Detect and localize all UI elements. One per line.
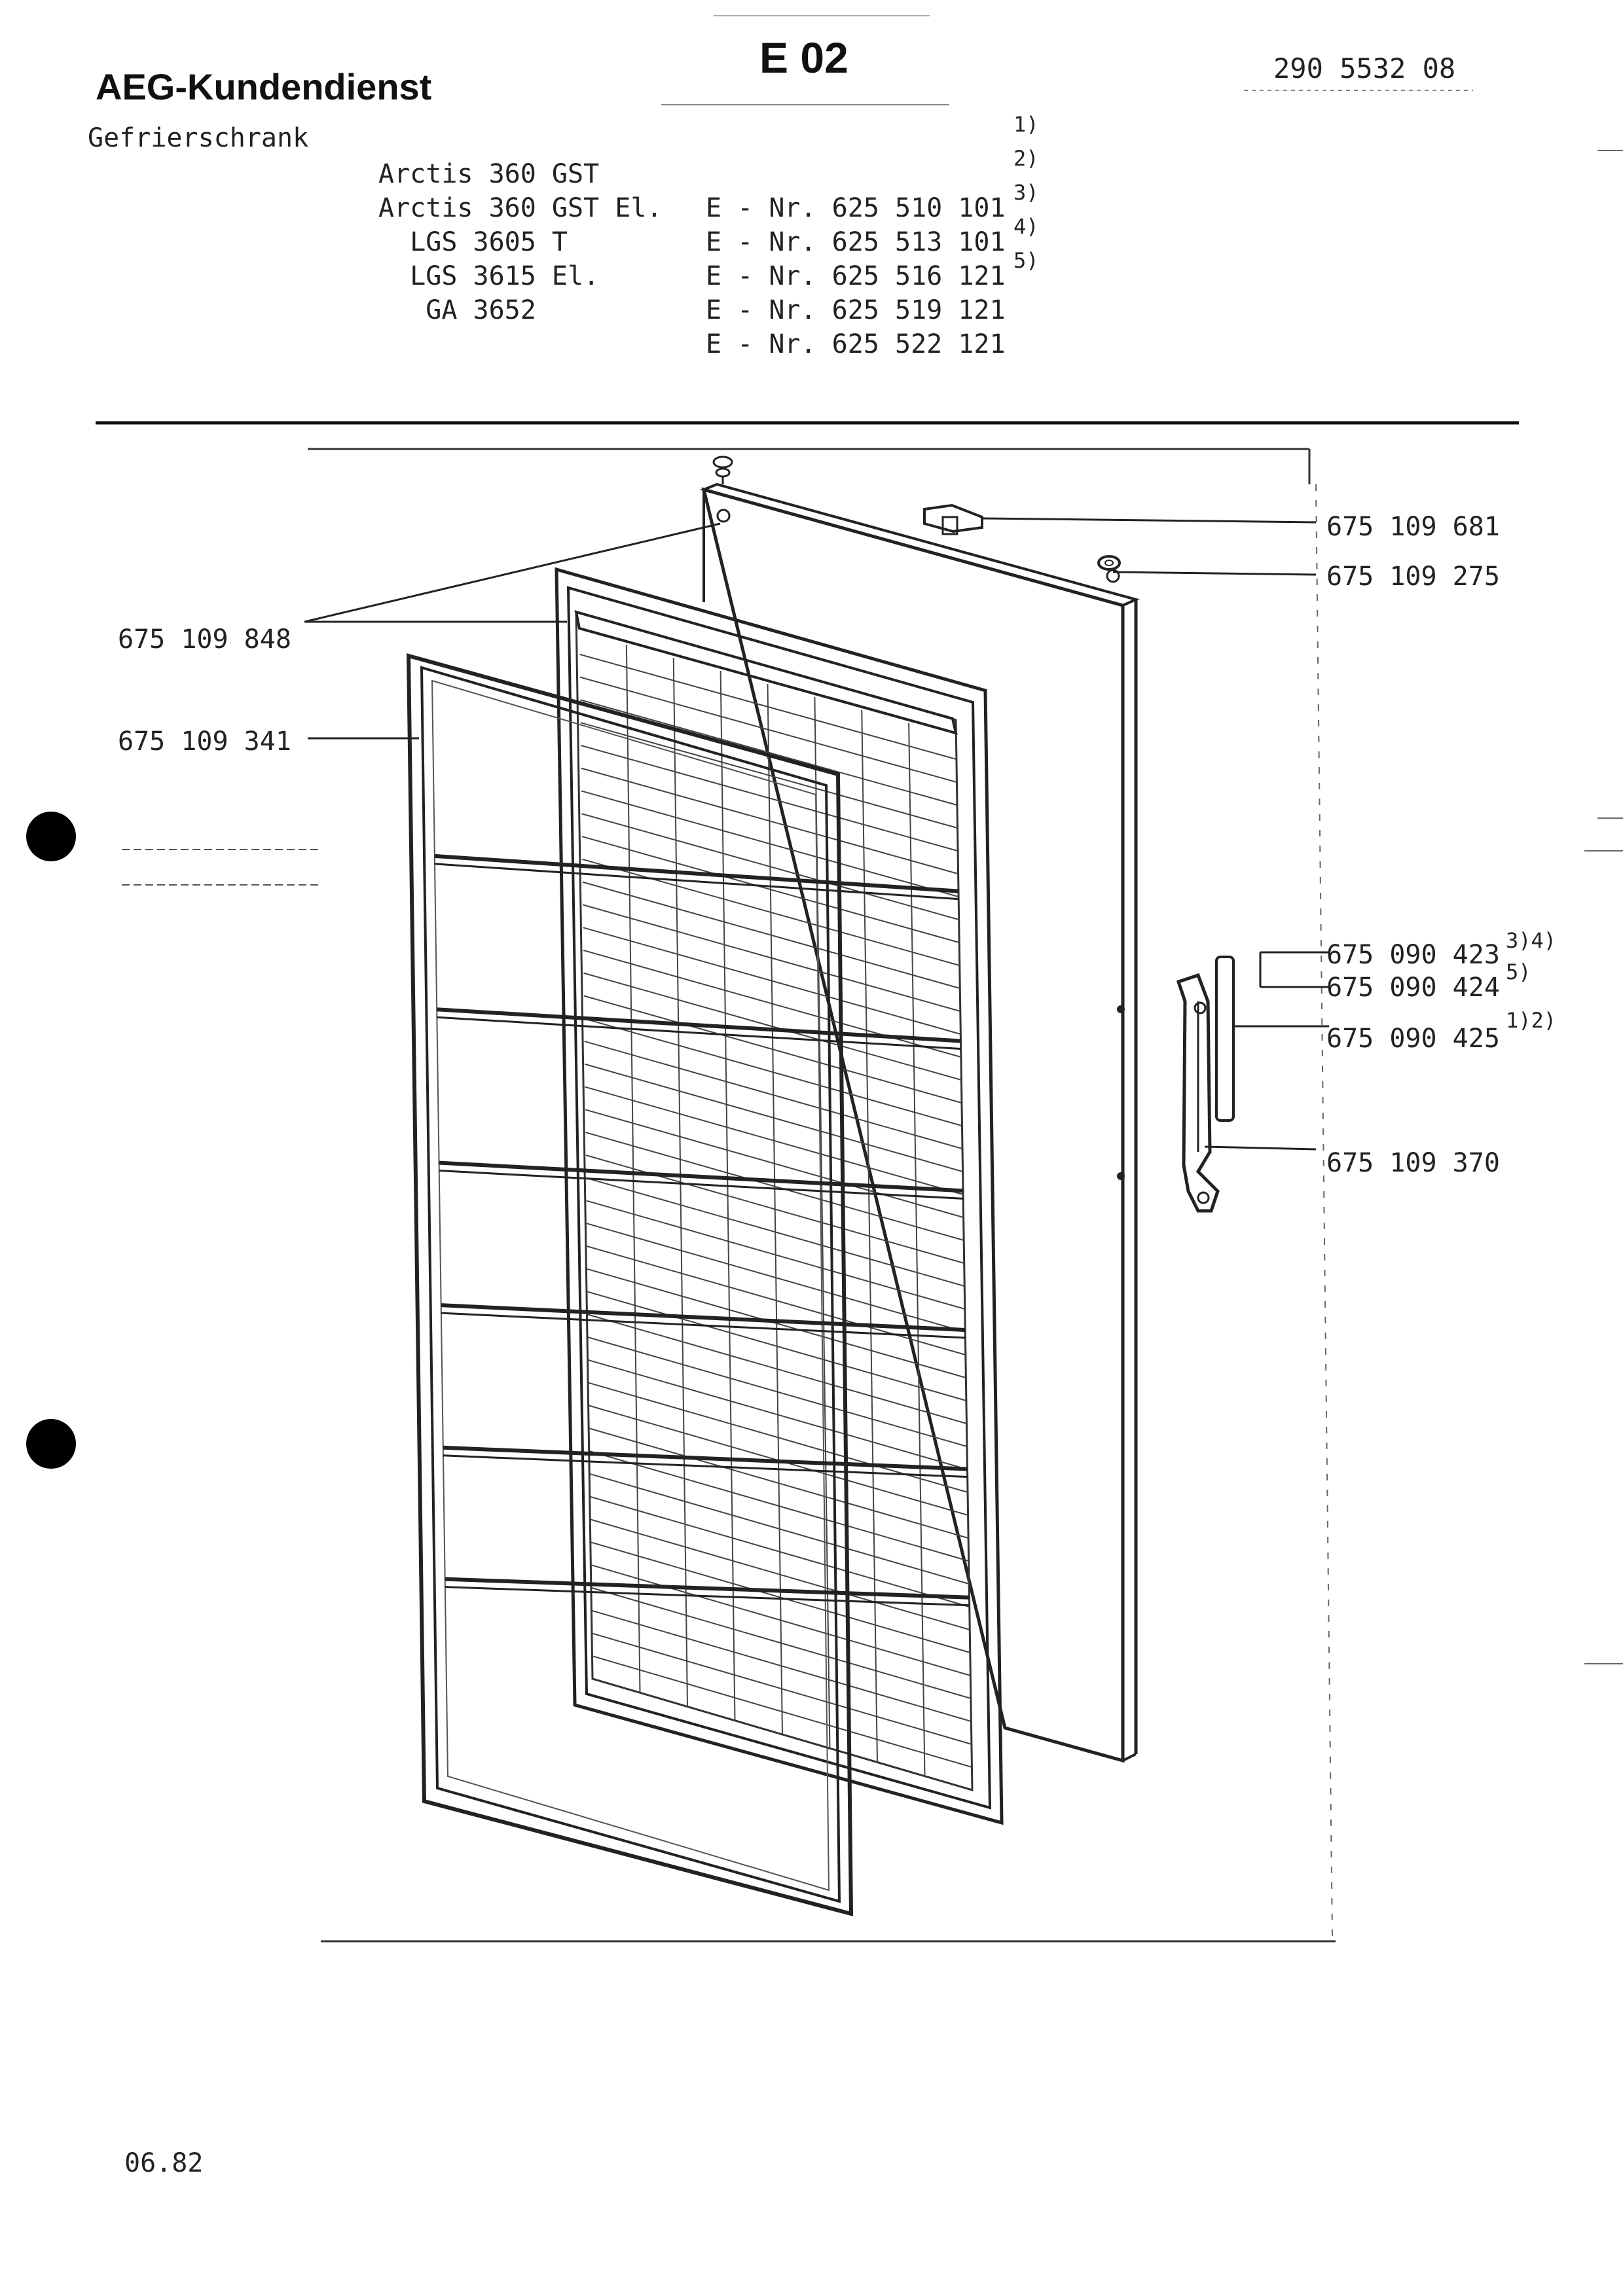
grid-line [908,723,926,1776]
part-label-681: 675 109 681 [1326,512,1500,542]
model-enr: E - Nr. 625 510 101 [706,193,1006,223]
frame-right-dashed [1315,484,1333,1938]
inner-liner-grid [579,644,972,1776]
catch-part [923,503,983,535]
door-gasket-groove [431,679,830,1892]
door-handle [1176,973,1220,1213]
door-gasket-outer [406,653,854,1916]
model-note: 5) [1013,248,1039,273]
handle-screw-hole [1117,1172,1125,1180]
grid-line [861,709,878,1763]
leader-370 [1204,1145,1317,1151]
handle-screw-hole [1117,1005,1125,1013]
top-bar [574,610,958,735]
part-label-424: 675 090 424 [1326,973,1500,1003]
part-note-425: 1)2) [1506,1008,1556,1033]
model-list: Arctis 360 GST E - Nr. 625 510 101 1) Ar… [378,112,1039,359]
model-note: 3) [1013,180,1039,205]
brand-title: AEG-Kundendienst [96,66,432,107]
model-note: 2) [1013,146,1039,171]
section-code: E 02 [759,33,848,82]
model-name: GA 3652 [378,295,536,325]
model-enr: E - Nr. 625 513 101 [706,227,1006,257]
leader-681 [981,517,1317,524]
grid-line [439,1170,964,1200]
grid-line [441,1303,966,1332]
outer-door-corner [1122,1753,1137,1762]
hinge-bushing [1097,555,1121,571]
inner-liner-inner [566,586,992,1810]
binder-hole-top [26,812,76,861]
part-note-424: 5) [1506,960,1531,984]
appliance-category: Gefrierschrank [88,123,309,153]
hinge-hole [716,509,731,523]
model-enr: E - Nr. 625 519 121 [706,295,1006,325]
model-note: 4) [1013,214,1039,239]
document-number: 290 5532 08 [1273,52,1456,84]
grid-line [720,670,736,1721]
binder-hole-bottom [26,1419,76,1469]
grid-line [437,1016,961,1050]
model-row: Arctis 360 GST El. E - Nr. 625 513 101 2… [378,146,1039,257]
outer-door-top-edge [699,482,1140,607]
model-name: LGS 3605 T [378,227,568,257]
leader-848-a [304,522,721,623]
grid-line [443,1445,968,1471]
model-note: 1) [1013,112,1039,137]
door-gasket-inner [420,666,841,1903]
shelf-bars [434,853,970,1607]
part-label-425: 675 090 425 [1326,1024,1500,1054]
part-label-275: 675 109 275 [1326,562,1500,592]
model-name: LGS 3615 El. [378,261,600,291]
model-row: LGS 3605 T E - Nr. 625 516 121 3) [378,180,1038,291]
model-name: Arctis 360 GST El. [378,193,663,223]
model-row: GA 3652 E - Nr. 625 522 121 5) [378,248,1038,359]
grid-line [443,1454,968,1478]
part-label-423: 675 090 423 [1326,940,1500,970]
model-enr: E - Nr. 625 522 121 [706,329,1006,359]
part-note-423: 3)4) [1506,928,1556,953]
grid-line [672,657,688,1707]
grid-line [445,1586,970,1607]
hinge-pin-top [712,456,733,484]
model-name: Arctis 360 GST [378,159,600,189]
model-row: LGS 3615 El. E - Nr. 625 519 121 4) [378,214,1038,325]
grid-line [434,863,959,901]
grid-line [445,1577,970,1600]
part-label-370: 675 109 370 [1326,1148,1500,1178]
grid-line [434,853,959,893]
handle-insert [1215,956,1235,1122]
model-row: Arctis 360 GST E - Nr. 625 510 101 1) [378,112,1039,223]
grid-line [625,644,641,1693]
grid-line [441,1312,966,1339]
model-enr: E - Nr. 625 516 121 [706,261,1006,291]
grid-line [437,1007,961,1043]
part-label-848: 675 109 848 [118,624,291,655]
leader-275 [1112,571,1317,576]
inner-liner-outer [555,567,1004,1825]
part-label-341: 675 109 341 [118,726,291,757]
grid-line [439,1160,964,1193]
grid-line [767,683,783,1735]
issue-date: 06.82 [124,2148,204,2178]
